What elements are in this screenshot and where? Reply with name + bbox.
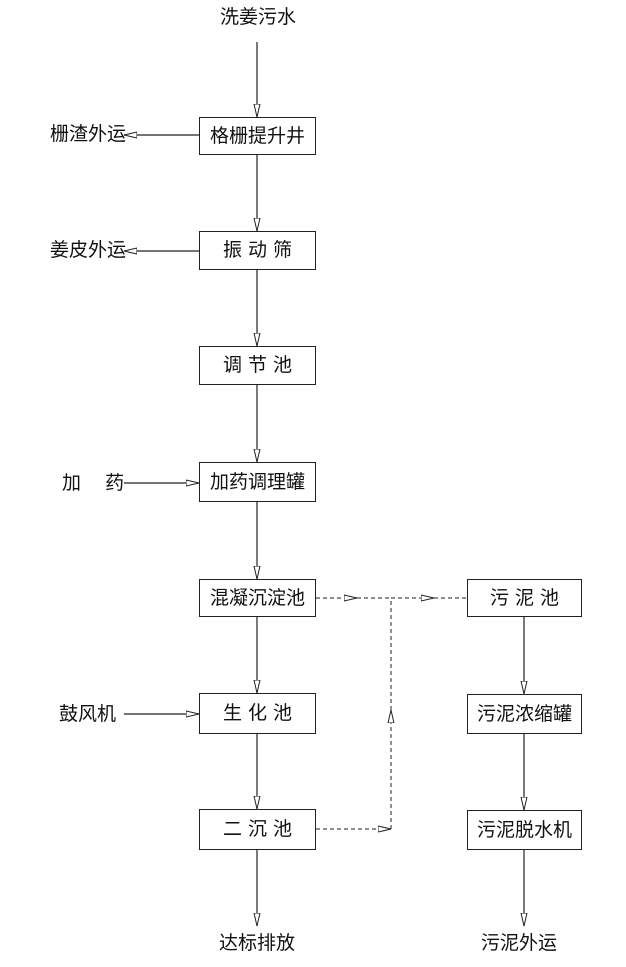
sludge-thickener-box: 污泥浓缩罐 bbox=[467, 694, 582, 734]
equalization-tank-box: 调 节 池 bbox=[199, 346, 316, 385]
bio-tank-box: 生 化 池 bbox=[199, 693, 316, 734]
vibrating-screen-box: 振 动 筛 bbox=[199, 231, 316, 270]
discharge-label: 达标排放 bbox=[219, 932, 296, 954]
raw-water-label: 洗姜污水 bbox=[220, 6, 297, 28]
screenings-out-label: 栅渣外运 bbox=[50, 123, 127, 145]
add-chemicals-label: 加 药 bbox=[62, 472, 125, 494]
sludge-out-label: 污泥外运 bbox=[481, 932, 558, 954]
screen-well-box: 格栅提升井 bbox=[199, 117, 316, 155]
ginger-peel-out-label: 姜皮外运 bbox=[50, 239, 127, 261]
secondary-clarifier-box: 二 沉 池 bbox=[199, 809, 316, 850]
sludge-tank-box: 污 泥 池 bbox=[467, 579, 582, 617]
blower-label: 鼓风机 bbox=[59, 703, 117, 725]
dosing-tank-box: 加药调理罐 bbox=[199, 462, 316, 502]
coag-sed-tank-box: 混凝沉淀池 bbox=[199, 579, 316, 617]
sludge-dewatering-box: 污泥脱水机 bbox=[467, 810, 582, 850]
